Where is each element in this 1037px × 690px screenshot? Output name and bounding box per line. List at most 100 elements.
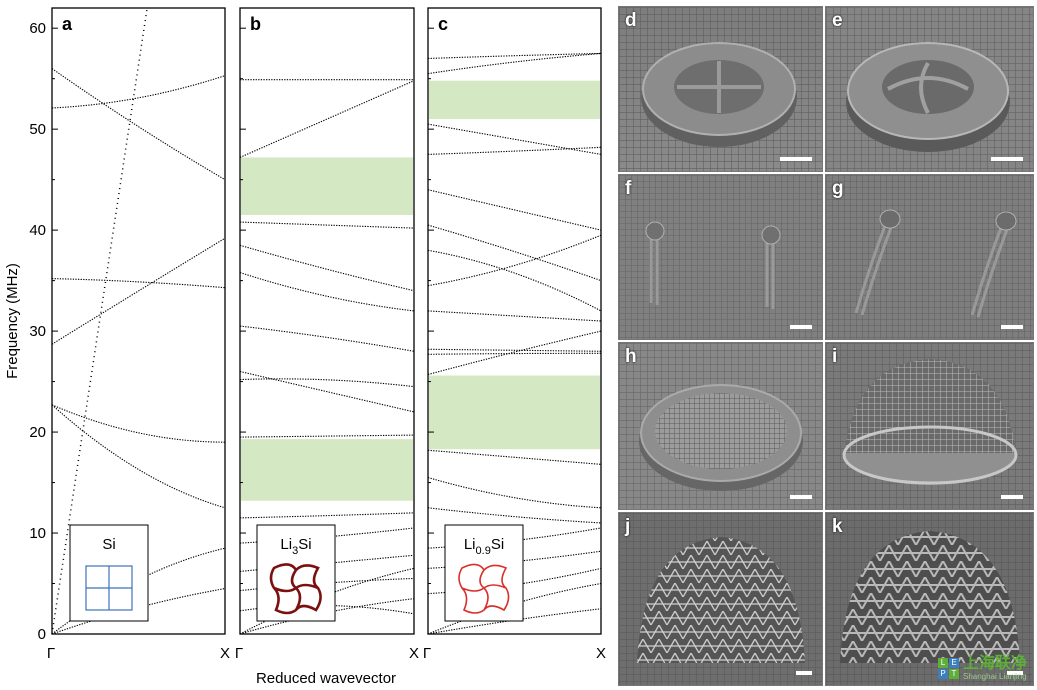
- dispersion-band: [427, 146, 602, 155]
- micro-mesh-disk-image: [619, 343, 822, 509]
- micro-bent-pillars-image: [826, 175, 1033, 339]
- x-axis-label: Reduced wavevector: [256, 670, 396, 687]
- x-tick-label: Γ: [47, 645, 55, 662]
- dispersion-band: [427, 224, 602, 282]
- watermark-subtext: Shanghai Lianjing: [962, 672, 1027, 681]
- dispersion-band: [427, 449, 602, 465]
- dispersion-band: [427, 476, 602, 509]
- sem-panel-e: e: [825, 6, 1034, 172]
- x-tick-label: Γ: [235, 645, 243, 662]
- dispersion-band: [427, 310, 602, 322]
- plot-frame: [427, 7, 602, 635]
- dispersion-band: [427, 234, 602, 287]
- y-tick-label: 40: [29, 222, 46, 239]
- panel-label: h: [625, 346, 637, 367]
- sem-panel-f: f: [618, 174, 823, 340]
- dispersion-band: [427, 348, 602, 352]
- dispersion-band: [239, 325, 415, 352]
- dispersion-band: [427, 189, 602, 231]
- inset-label: Li0.9Si: [464, 536, 504, 557]
- dispersion-band: [239, 527, 415, 544]
- y-tick-label: 0: [38, 626, 46, 643]
- panel-label: c: [438, 14, 448, 34]
- dispersion-band: [239, 80, 415, 158]
- dispersion-band: [427, 52, 602, 75]
- panel-label: k: [832, 516, 843, 537]
- dispersion-band: [51, 75, 226, 109]
- x-tick-label: X: [220, 645, 230, 662]
- dispersion-band: [239, 221, 415, 229]
- micro-ring-buckled-image: [826, 7, 1033, 171]
- sem-panel-d: d: [618, 6, 823, 172]
- dispersion-band: [239, 272, 415, 312]
- scale-bar: [991, 157, 1023, 161]
- dispersion-band: [51, 404, 226, 443]
- sem-panel-j: j: [618, 512, 823, 686]
- y-tick-label: 20: [29, 424, 46, 441]
- scale-bar: [1007, 671, 1023, 675]
- dispersion-band: [427, 608, 602, 635]
- panel-label: f: [625, 178, 632, 199]
- dispersion-band: [239, 577, 415, 592]
- micro-mesh-dome-image: [826, 343, 1033, 509]
- dispersion-band: [239, 434, 415, 438]
- scale-bar: [780, 157, 812, 161]
- panel-label: b: [250, 14, 261, 34]
- y-tick-label: 50: [29, 121, 46, 138]
- inset-label: Si: [102, 536, 115, 553]
- sem-panel-i: i: [825, 342, 1034, 510]
- sem-panel-k: k L E P T 上海联净 Shanghai Lianjing: [825, 512, 1034, 686]
- dispersion-band: [239, 512, 415, 519]
- x-tick-label: X: [596, 645, 606, 662]
- band-gap: [241, 157, 413, 215]
- inset-box: [256, 524, 336, 622]
- dispersion-band: [427, 123, 602, 155]
- dispersion-band: [239, 567, 415, 635]
- dispersion-band: [427, 249, 602, 312]
- y-tick-label: 10: [29, 525, 46, 542]
- geodesic-dome-image: [619, 513, 822, 685]
- y-tick-label: 60: [29, 20, 46, 37]
- x-tick-label: Γ: [423, 645, 431, 662]
- sem-panel-g: g: [825, 174, 1034, 340]
- micro-ring-image: [619, 7, 822, 171]
- dispersion-band: [51, 237, 226, 345]
- scale-bar: [796, 671, 812, 675]
- band-gap: [429, 80, 600, 120]
- dispersion-band: [427, 52, 602, 60]
- y-tick-label: 30: [29, 323, 46, 340]
- plot-frame: [51, 7, 226, 635]
- unit-cell-icon: [458, 563, 510, 614]
- dispersion-band: [427, 330, 602, 376]
- panel-label: g: [832, 178, 844, 199]
- panel-label: d: [625, 10, 637, 31]
- dispersion-band: [51, 588, 226, 635]
- dispersion-band: [51, 404, 226, 509]
- panel-label: a: [62, 14, 73, 34]
- unit-cell-icon: [269, 563, 322, 615]
- dispersion-band: [427, 507, 602, 524]
- watermark-logo: L E P T: [937, 658, 959, 679]
- y-axis-label: Frequency (MHz): [4, 263, 21, 379]
- geodesic-dome-lithiated-image: [826, 513, 1033, 685]
- sem-panel-h: h: [618, 342, 823, 510]
- micro-pillars-image: [619, 175, 822, 339]
- dispersion-band: [51, 68, 226, 181]
- panel-label: e: [832, 10, 843, 31]
- scale-bar: [790, 325, 812, 329]
- inset-label: Li3Si: [280, 536, 311, 557]
- band-gap: [429, 375, 600, 450]
- dispersion-band: [239, 370, 415, 413]
- panel-label: j: [625, 516, 631, 537]
- watermark: L E P T 上海联净 Shanghai Lianjing: [937, 655, 1027, 681]
- scale-bar: [1001, 495, 1023, 499]
- dispersion-band: [239, 244, 415, 292]
- watermark-text: 上海联净: [962, 655, 1027, 672]
- scale-bar: [1001, 325, 1023, 329]
- panel-label: i: [832, 346, 838, 367]
- unit-cell-icon: [86, 566, 132, 610]
- scale-bar: [790, 495, 812, 499]
- inset-box: [444, 524, 524, 622]
- dispersion-band: [239, 378, 415, 388]
